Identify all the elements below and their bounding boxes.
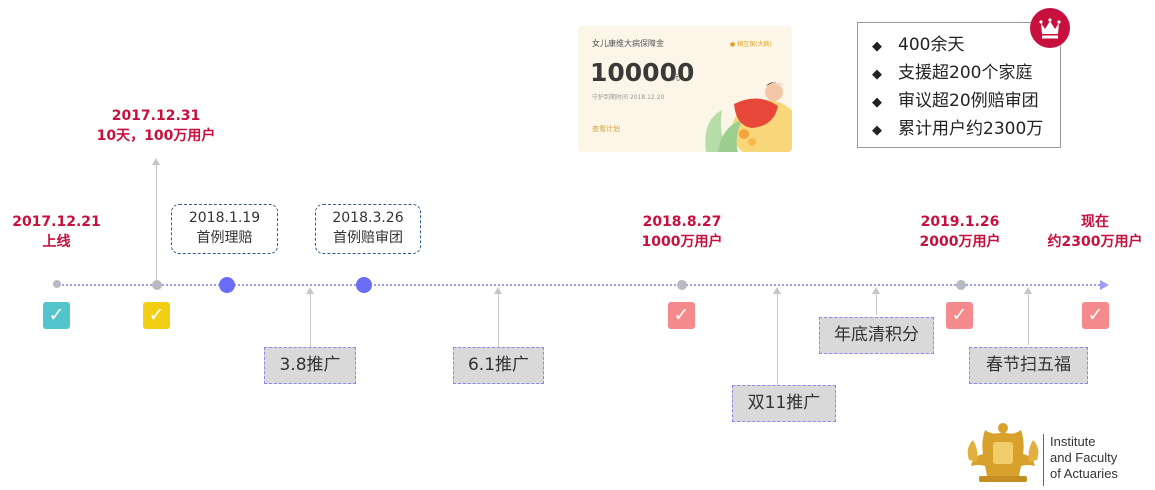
timeline-dot	[677, 280, 687, 290]
milestone-date: 2017.12.31	[111, 108, 201, 124]
up-arrow-icon	[872, 287, 880, 294]
milestone-text: 上线	[42, 234, 71, 250]
check-icon: ✓	[668, 302, 695, 329]
check-icon: ✓	[43, 302, 70, 329]
timeline-dot	[53, 280, 61, 288]
timeline-dot	[956, 280, 966, 290]
timeline-dot-event	[356, 277, 372, 293]
milestone-text: 1000万用户	[641, 234, 723, 250]
check-icon: ✓	[946, 302, 973, 329]
connector-line	[777, 293, 778, 385]
event-date: 2018.1.19	[188, 210, 261, 226]
connector-line	[498, 293, 499, 347]
milestone-text: 10天，100万用户	[96, 128, 216, 144]
check-icon: ✓	[143, 302, 170, 329]
card-footer: 查看计划	[592, 125, 620, 133]
milestone-2017-12-21: 2017.12.21 上线	[4, 212, 109, 252]
stats-item: ◆400余天	[872, 32, 1060, 60]
stats-item: ◆支援超200个家庭	[872, 60, 1060, 88]
milestone-2019-1-26: 2019.1.26 2000万用户	[906, 212, 1014, 252]
event-date: 2018.3.26	[332, 210, 404, 226]
insurance-card: 女儿康维大病保障金 ● 相互保(大病) 100000 元 守护到期时间 2018…	[578, 26, 792, 152]
connector-line	[876, 293, 877, 315]
diamond-icon: ◆	[872, 95, 882, 110]
ifoa-logo-text: Institute and Faculty of Actuaries	[1050, 434, 1118, 481]
event-text: 首例赔审团	[333, 230, 403, 246]
card-illustration	[705, 82, 792, 152]
event-text: 首例理赔	[196, 230, 253, 246]
diamond-icon: ◆	[872, 67, 882, 82]
up-arrow-icon	[494, 287, 502, 294]
timeline-axis	[55, 284, 1100, 286]
up-arrow-icon	[773, 287, 781, 294]
milestone-date: 现在	[1081, 214, 1109, 230]
logo-divider	[1043, 434, 1044, 486]
milestone-date: 2017.12.21	[12, 214, 101, 230]
card-title: 女儿康维大病保障金	[592, 39, 664, 48]
promo-6-1: 6.1推广	[453, 347, 544, 384]
diamond-icon: ◆	[872, 39, 882, 54]
milestone-2018-8-27: 2018.8.27 1000万用户	[628, 212, 736, 252]
connector-line	[156, 164, 157, 282]
promo-year-end-points: 年底清积分	[819, 317, 934, 354]
timeline-dot	[152, 280, 162, 290]
card-amount: 100000	[590, 58, 695, 87]
card-unit: 元	[672, 73, 680, 82]
connector-line	[310, 293, 311, 347]
milestone-text: 2000万用户	[919, 234, 1001, 250]
stats-item: ◆审议超20例赔审团	[872, 88, 1060, 116]
diamond-icon: ◆	[872, 123, 882, 138]
promo-3-8: 3.8推广	[264, 347, 356, 384]
connector-line	[1028, 293, 1029, 345]
card-subtitle: 守护到期时间 2018.12.20	[592, 94, 665, 101]
milestone-text: 约2300万用户	[1047, 234, 1143, 250]
milestone-now: 现在 约2300万用户	[1036, 212, 1154, 252]
milestone-date: 2018.8.27	[642, 214, 722, 230]
promo-double-11: 双11推广	[732, 385, 836, 422]
promo-spring-festival: 春节扫五福	[969, 347, 1088, 384]
timeline-arrow-icon	[1100, 280, 1109, 290]
stats-box: ◆400余天 ◆支援超200个家庭 ◆审议超20例赔审团 ◆累计用户约2300万	[857, 22, 1061, 148]
up-arrow-icon	[306, 287, 314, 294]
milestone-date: 2019.1.26	[920, 214, 1000, 230]
up-arrow-icon	[152, 158, 160, 165]
timeline-dot-event	[219, 277, 235, 293]
card-badge: ● 相互保(大病)	[730, 41, 772, 48]
stats-item: ◆累计用户约2300万	[872, 116, 1060, 144]
milestone-2017-12-31: 2017.12.31 10天，100万用户	[85, 106, 227, 146]
event-first-claim: 2018.1.19 首例理赔	[171, 204, 278, 254]
ifoa-crest-icon	[967, 423, 1039, 482]
crown-icon	[1030, 8, 1070, 48]
up-arrow-icon	[1024, 287, 1032, 294]
check-icon: ✓	[1082, 302, 1109, 329]
event-first-jury: 2018.3.26 首例赔审团	[315, 204, 421, 254]
